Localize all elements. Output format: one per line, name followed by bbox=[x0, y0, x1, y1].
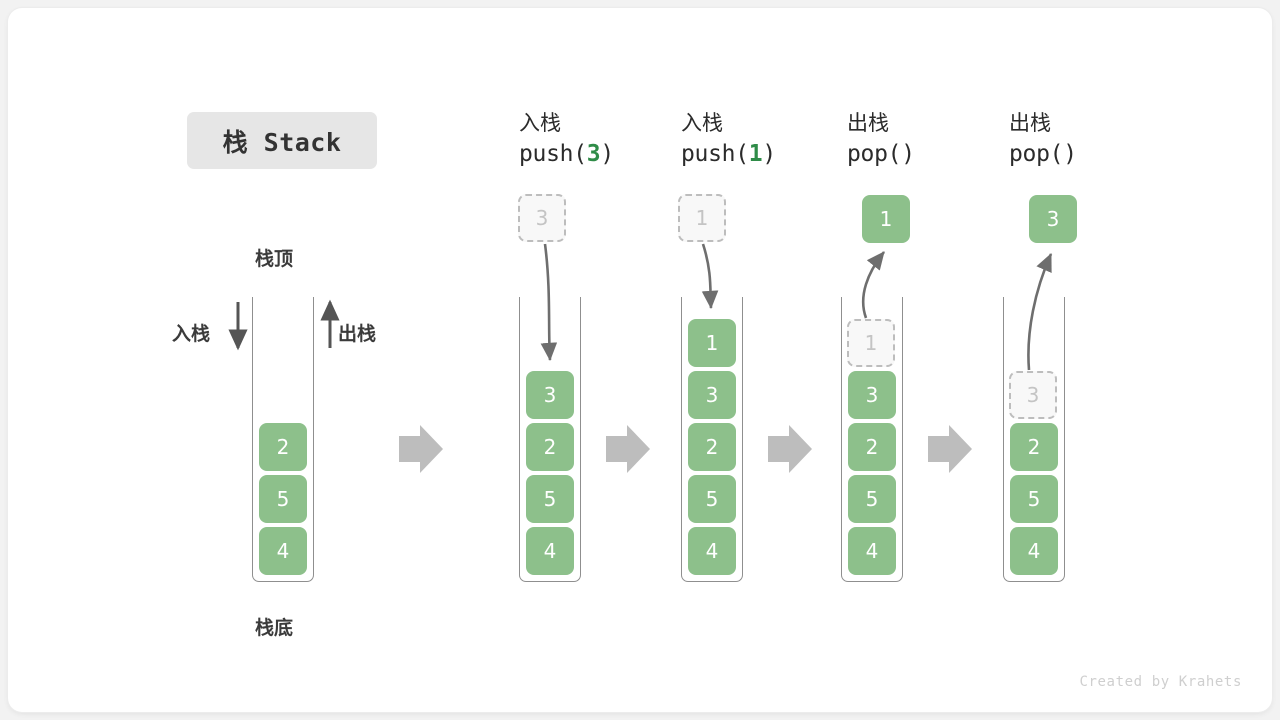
code-suffix: ) bbox=[600, 141, 614, 168]
watermark: Created by Krahets bbox=[1079, 674, 1242, 690]
incoming-value-ghost: 3 bbox=[518, 194, 566, 242]
code-prefix: push( bbox=[681, 141, 749, 168]
stack-cell: 5 bbox=[1010, 475, 1058, 523]
code-arg: 1 bbox=[748, 141, 763, 168]
stack-cell: 5 bbox=[848, 475, 896, 523]
stack-cell: 5 bbox=[526, 475, 574, 523]
pop-side-label: 出栈 bbox=[338, 323, 377, 345]
stack-container-pop-1 bbox=[841, 297, 903, 582]
code-prefix: pop( bbox=[847, 141, 902, 168]
stack-cell: 4 bbox=[1010, 527, 1058, 575]
stack-cell: 4 bbox=[526, 527, 574, 575]
stack-container-push-3 bbox=[519, 297, 581, 582]
code-suffix: ) bbox=[1063, 141, 1077, 168]
stack-cell: 2 bbox=[259, 423, 307, 471]
stack-container-push-1 bbox=[681, 297, 743, 582]
column-header-cn: 入栈 bbox=[519, 111, 561, 135]
code-arg: 3 bbox=[586, 141, 601, 168]
column-header-pop-1: 出栈 pop() bbox=[847, 108, 915, 172]
stack-container-pop-3 bbox=[1003, 297, 1065, 582]
stack-container-initial bbox=[252, 297, 314, 582]
code-suffix: ) bbox=[901, 141, 915, 168]
popped-value: 3 bbox=[1029, 195, 1077, 243]
column-header-code: pop() bbox=[1009, 138, 1077, 171]
column-header-cn: 出栈 bbox=[1009, 111, 1051, 135]
column-header-cn: 出栈 bbox=[847, 111, 889, 135]
column-header-code: push(1) bbox=[681, 138, 776, 171]
code-prefix: pop( bbox=[1009, 141, 1064, 168]
stack-cell: 4 bbox=[688, 527, 736, 575]
column-header-code: pop() bbox=[847, 138, 915, 171]
incoming-value-ghost: 1 bbox=[678, 194, 726, 242]
column-header-cn: 入栈 bbox=[681, 111, 723, 135]
stack-bottom-label: 栈底 bbox=[255, 617, 294, 639]
push-side-label: 入栈 bbox=[172, 323, 211, 345]
stack-cell: 3 bbox=[526, 371, 574, 419]
stack-cell: 4 bbox=[259, 527, 307, 575]
stack-cell: 2 bbox=[848, 423, 896, 471]
column-header-pop-3: 出栈 pop() bbox=[1009, 108, 1077, 172]
stack-top-label: 栈顶 bbox=[255, 248, 294, 270]
stack-cell: 5 bbox=[259, 475, 307, 523]
stack-cell: 3 bbox=[848, 371, 896, 419]
removed-value-ghost: 1 bbox=[847, 319, 895, 367]
stack-cell: 3 bbox=[688, 371, 736, 419]
code-prefix: push( bbox=[519, 141, 587, 168]
popped-value: 1 bbox=[862, 195, 910, 243]
stack-cell: 2 bbox=[688, 423, 736, 471]
column-header-push-3: 入栈 push(3) bbox=[519, 108, 614, 172]
stack-cell: 5 bbox=[688, 475, 736, 523]
page-title: 栈 Stack bbox=[187, 112, 377, 169]
stack-cell: 4 bbox=[848, 527, 896, 575]
stack-cell: 1 bbox=[688, 319, 736, 367]
stack-cell: 2 bbox=[526, 423, 574, 471]
stack-cell: 2 bbox=[1010, 423, 1058, 471]
column-header-code: push(3) bbox=[519, 138, 614, 171]
removed-value-ghost: 3 bbox=[1009, 371, 1057, 419]
column-header-push-1: 入栈 push(1) bbox=[681, 108, 776, 172]
code-suffix: ) bbox=[762, 141, 776, 168]
